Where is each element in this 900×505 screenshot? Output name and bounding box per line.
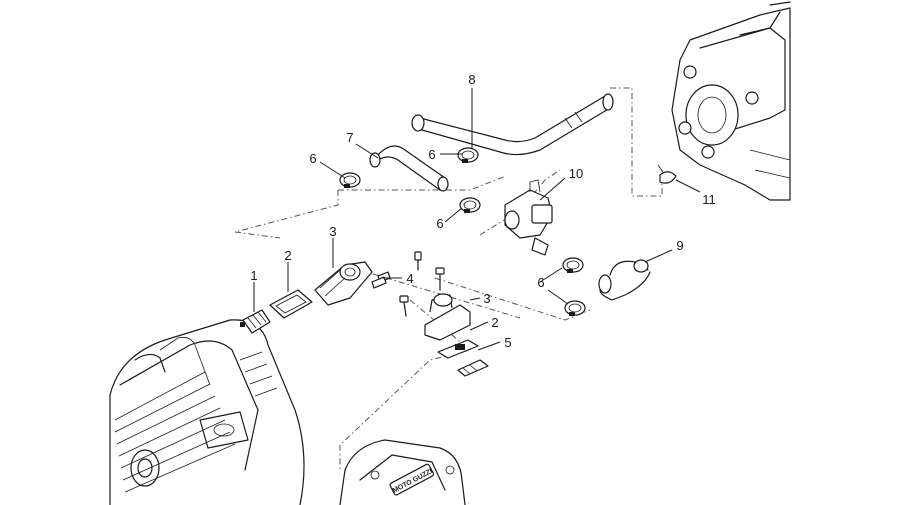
cover-3a <box>314 261 373 306</box>
callout-5: 5 <box>504 335 511 350</box>
callout-7: 7 <box>346 130 353 145</box>
leader-lines <box>253 88 701 351</box>
callout-11: 11 <box>702 192 716 207</box>
callout-10: 10 <box>569 166 583 181</box>
hose-clamp-6e <box>564 300 586 316</box>
callout-3: 3 <box>329 224 336 239</box>
reed-valve-5 <box>457 359 489 377</box>
engine-valve-cover: MOTO GUZZI <box>339 439 466 505</box>
callout-2-lower: 2 <box>491 315 498 330</box>
reed-valve-1 <box>240 309 271 334</box>
callout-labels: 1 2 3 4 3 2 5 6 7 6 8 6 10 6 9 11 <box>250 72 715 350</box>
cover-3b <box>424 293 471 341</box>
callout-6-right: 6 <box>537 275 544 290</box>
engine-logo: MOTO GUZZI <box>389 463 435 496</box>
callout-6-upper: 6 <box>428 147 435 162</box>
callout-9: 9 <box>676 238 683 253</box>
hose-clamp-6a <box>339 172 361 188</box>
valve-body-10 <box>504 179 553 256</box>
callout-3-lower: 3 <box>483 291 490 306</box>
screws-4 <box>371 251 445 317</box>
airbox-housing <box>671 1 791 201</box>
hose-clamp-6c <box>459 197 481 213</box>
hose-clamp-6b <box>457 147 479 163</box>
engine-cylinder-head <box>109 319 305 505</box>
callout-6-left: 6 <box>309 151 316 166</box>
callout-8: 8 <box>468 72 475 87</box>
callout-4: 4 <box>406 271 413 286</box>
hose-clamp-6d <box>562 257 584 273</box>
callout-6-middle: 6 <box>436 216 443 231</box>
breather-pipe-8 <box>411 93 614 156</box>
clip-11 <box>657 164 677 184</box>
callout-2: 2 <box>284 248 291 263</box>
hose-7 <box>369 145 449 192</box>
gasket-2b <box>437 339 479 359</box>
callout-1: 1 <box>250 268 257 283</box>
gasket-2a <box>269 289 313 319</box>
hose-9 <box>598 259 651 301</box>
assembly-lines <box>234 87 663 470</box>
